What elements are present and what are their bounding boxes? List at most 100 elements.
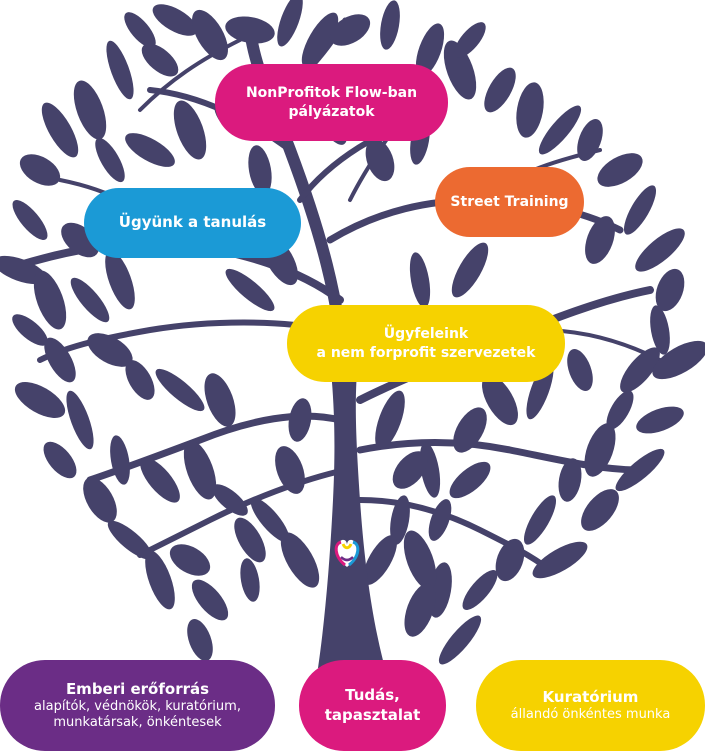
- tree-leaf: [363, 535, 397, 585]
- tree-leaf: [110, 435, 130, 485]
- branch-ugyfeleink-line2: a nem forprofit szervezetek: [316, 344, 536, 361]
- tree-leaf: [438, 615, 482, 665]
- tree-leaf: [482, 374, 518, 426]
- tree-branch: [137, 467, 348, 558]
- tree-leaf: [581, 489, 619, 531]
- tree-leaf: [191, 579, 229, 621]
- tree-leaf: [155, 368, 205, 412]
- tree-leaf: [532, 541, 588, 579]
- tree-leaf: [584, 423, 616, 477]
- tree-leaf: [66, 390, 94, 450]
- tree-leaf: [12, 199, 48, 241]
- branch-nonprofitok-line2: pályázatok: [288, 103, 375, 120]
- branch-ugyunk-label: Ügyünk a tanulás: [118, 213, 267, 232]
- tree-leaf: [329, 14, 371, 46]
- tree-leaf: [280, 532, 320, 588]
- tree-leaf: [449, 461, 491, 499]
- tree-leaf: [250, 497, 290, 543]
- tree-leaf: [404, 583, 436, 637]
- tree-leaf: [623, 185, 657, 235]
- tree-leaf: [140, 457, 180, 503]
- tree-leaf: [141, 43, 179, 77]
- tree-leaf: [390, 495, 410, 545]
- branch-street-training: Street Training: [435, 167, 584, 237]
- tree-leaf: [234, 517, 266, 563]
- tree-leaf: [83, 477, 117, 523]
- tree-leaf: [173, 100, 207, 160]
- tree-leaf: [650, 305, 670, 355]
- tree-leaf: [585, 216, 615, 264]
- tree-leaf: [240, 558, 260, 602]
- tree-leaf: [484, 67, 516, 113]
- root-kuratorium: Kuratórium állandó önkéntes munka: [476, 660, 705, 751]
- tree-leaf: [635, 228, 685, 272]
- tree-leaf: [14, 382, 66, 418]
- tree-leaf: [615, 448, 665, 492]
- tree-leaf: [636, 406, 684, 434]
- tree-leaf: [301, 12, 339, 68]
- tree-leaf: [538, 105, 582, 155]
- tree-leaf: [105, 250, 135, 310]
- tree-leaf: [652, 340, 705, 380]
- tree-trunk: [318, 360, 385, 668]
- tree-leaf: [187, 618, 213, 662]
- tree-leaf: [107, 520, 153, 560]
- tree-leaf: [12, 314, 48, 346]
- tree-leaf: [428, 499, 452, 541]
- tree-leaf: [183, 440, 217, 500]
- tree-leaf: [41, 102, 79, 158]
- tree-leaf: [225, 268, 275, 312]
- tree-leaf: [620, 347, 660, 393]
- tree-leaf: [152, 4, 198, 36]
- tree-leaf: [454, 22, 486, 58]
- root-tudas-line1: Tudás,: [345, 686, 400, 704]
- tree-leaf: [277, 0, 303, 47]
- tree-leaf: [87, 333, 133, 367]
- tree-leaf: [44, 337, 76, 383]
- branch-nonprofitok-flow: NonProfitok Flow-ban pályázatok: [215, 64, 448, 141]
- tree-leaf: [70, 277, 110, 323]
- branch-ugyfeleink: Ügyfeleink a nem forprofit szervezetek: [287, 305, 565, 382]
- tree-leaf: [33, 270, 67, 330]
- branch-ugyfeleink-line1: Ügyfeleink: [383, 326, 469, 343]
- tree-leaf: [443, 40, 477, 100]
- tree-leaf: [365, 138, 395, 182]
- tree-leaf: [275, 446, 305, 494]
- root-emberi-eroforras: Emberi erőforrás alapítók, védnökök, kur…: [0, 660, 275, 751]
- tree-leaf: [125, 133, 175, 167]
- tree-leaf: [380, 0, 400, 50]
- tree-leaf: [403, 530, 437, 590]
- tree-leaves: [0, 0, 705, 665]
- tree-leaf: [567, 348, 593, 392]
- tree-leaf: [225, 16, 275, 44]
- tree-leaf: [451, 242, 489, 298]
- branch-nonprofitok-line1: NonProfitok Flow-ban: [245, 85, 418, 102]
- tree-leaf: [495, 538, 525, 582]
- tree-leaf: [392, 451, 428, 489]
- tree-leaf: [523, 495, 557, 545]
- tree-leaf: [375, 390, 405, 450]
- tree-leaf: [19, 154, 61, 186]
- tree-leaf: [577, 118, 603, 162]
- tree-leaf: [453, 407, 487, 453]
- tree-leaf: [558, 458, 582, 502]
- tree-leaf: [516, 82, 544, 138]
- tree-leaf: [192, 9, 228, 61]
- tree-leaf: [415, 23, 445, 77]
- tree-leaf: [655, 268, 685, 312]
- tree-leaf: [204, 373, 236, 427]
- root-emberi-line2: munkatársak, önkéntesek: [53, 715, 222, 731]
- heart-logo-icon: [334, 539, 360, 567]
- tree-leaf: [409, 252, 431, 308]
- tree-leaf: [95, 137, 125, 183]
- tree-leaf: [606, 390, 634, 430]
- tree-leaf: [462, 569, 498, 611]
- root-emberi-line1: alapítók, védnökök, kuratórium,: [34, 699, 241, 714]
- tree-leaf: [0, 255, 47, 285]
- root-tudas-line2: tapasztalat: [324, 705, 421, 724]
- tree-branch: [37, 319, 333, 363]
- tree-leaf: [125, 360, 155, 400]
- root-tudas-tapasztalat: Tudás, tapasztalat: [299, 660, 446, 751]
- root-kuratorium-subtitle: állandó önkéntes munka: [510, 707, 671, 723]
- root-emberi-title: Emberi erőforrás: [65, 679, 210, 698]
